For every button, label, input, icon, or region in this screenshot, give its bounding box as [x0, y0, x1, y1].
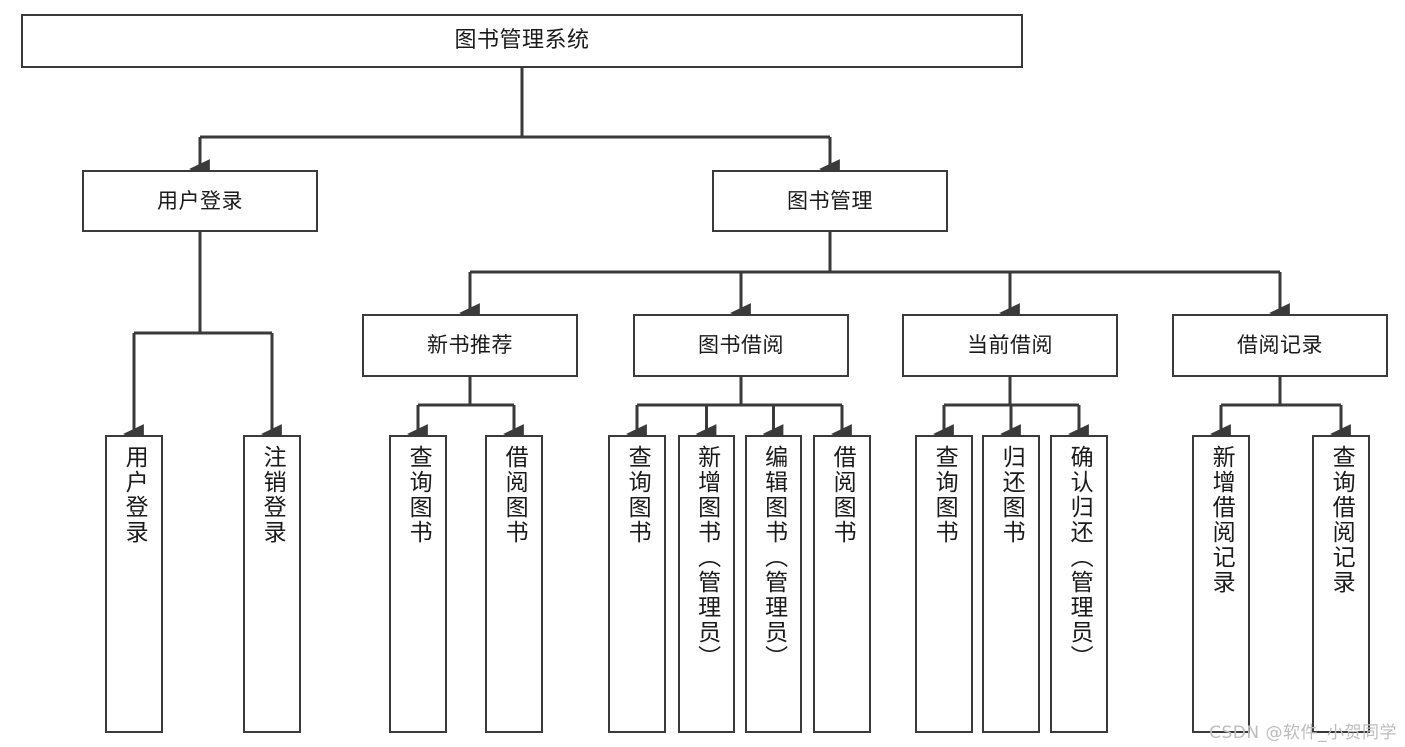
node-borrow-record[interactable]: 借阅记录 — [1172, 314, 1388, 377]
node-label: 借阅图书 — [501, 445, 528, 545]
node-book-borrow[interactable]: 图书借阅 — [633, 314, 849, 377]
node-label: 图书管理 — [787, 188, 873, 213]
node-leaf-borrow-book-2[interactable]: 借阅图书 — [813, 435, 871, 733]
node-leaf-edit-book[interactable]: 编辑图书（管理员） — [745, 435, 802, 733]
node-label: 图书管理系统 — [454, 28, 590, 54]
node-label: 查询图书 — [931, 445, 958, 545]
node-leaf-add-book[interactable]: 新增图书（管理员） — [678, 435, 735, 733]
node-leaf-borrow-book-1[interactable]: 借阅图书 — [485, 435, 543, 733]
node-label: 归还图书 — [998, 445, 1025, 545]
node-label: 查询借阅记录 — [1328, 445, 1355, 595]
node-label: 图书借阅 — [698, 333, 784, 358]
node-label: 查询图书 — [405, 445, 432, 545]
node-leaf-query-book-2[interactable]: 查询图书 — [608, 435, 666, 733]
node-root[interactable]: 图书管理系统 — [21, 14, 1023, 68]
node-leaf-user-login[interactable]: 用户登录 — [105, 435, 163, 733]
node-label: 编辑图书（管理员） — [760, 445, 787, 670]
node-leaf-query-book-1[interactable]: 查询图书 — [389, 435, 447, 733]
node-leaf-confirm-return[interactable]: 确认归还（管理员） — [1050, 435, 1108, 733]
watermark-text: CSDN @软件_小贺同学 — [1209, 723, 1397, 743]
node-current-borrow[interactable]: 当前借阅 — [902, 314, 1118, 377]
node-label: 查询图书 — [624, 445, 651, 545]
node-new-book-rec[interactable]: 新书推荐 — [362, 314, 578, 377]
node-label: 确认归还（管理员） — [1066, 445, 1093, 670]
node-label: 用户登录 — [157, 188, 243, 213]
node-label: 新增借阅记录 — [1208, 445, 1235, 595]
node-leaf-query-book-3[interactable]: 查询图书 — [915, 435, 973, 733]
node-label: 借阅记录 — [1237, 333, 1323, 358]
node-user-login[interactable]: 用户登录 — [82, 170, 318, 232]
node-leaf-query-record[interactable]: 查询借阅记录 — [1312, 435, 1370, 733]
node-label: 注销登录 — [259, 445, 286, 545]
node-label: 借阅图书 — [829, 445, 856, 545]
node-leaf-user-logout[interactable]: 注销登录 — [243, 435, 301, 733]
connector-lines — [123, 68, 1351, 444]
node-label: 当前借阅 — [967, 333, 1053, 358]
node-label: 新书推荐 — [427, 333, 513, 358]
node-leaf-add-record[interactable]: 新增借阅记录 — [1192, 435, 1250, 733]
node-label: 新增图书（管理员） — [693, 445, 720, 670]
node-label: 用户登录 — [121, 445, 148, 545]
node-book-manage[interactable]: 图书管理 — [712, 170, 948, 232]
node-leaf-return-book[interactable]: 归还图书 — [982, 435, 1040, 733]
